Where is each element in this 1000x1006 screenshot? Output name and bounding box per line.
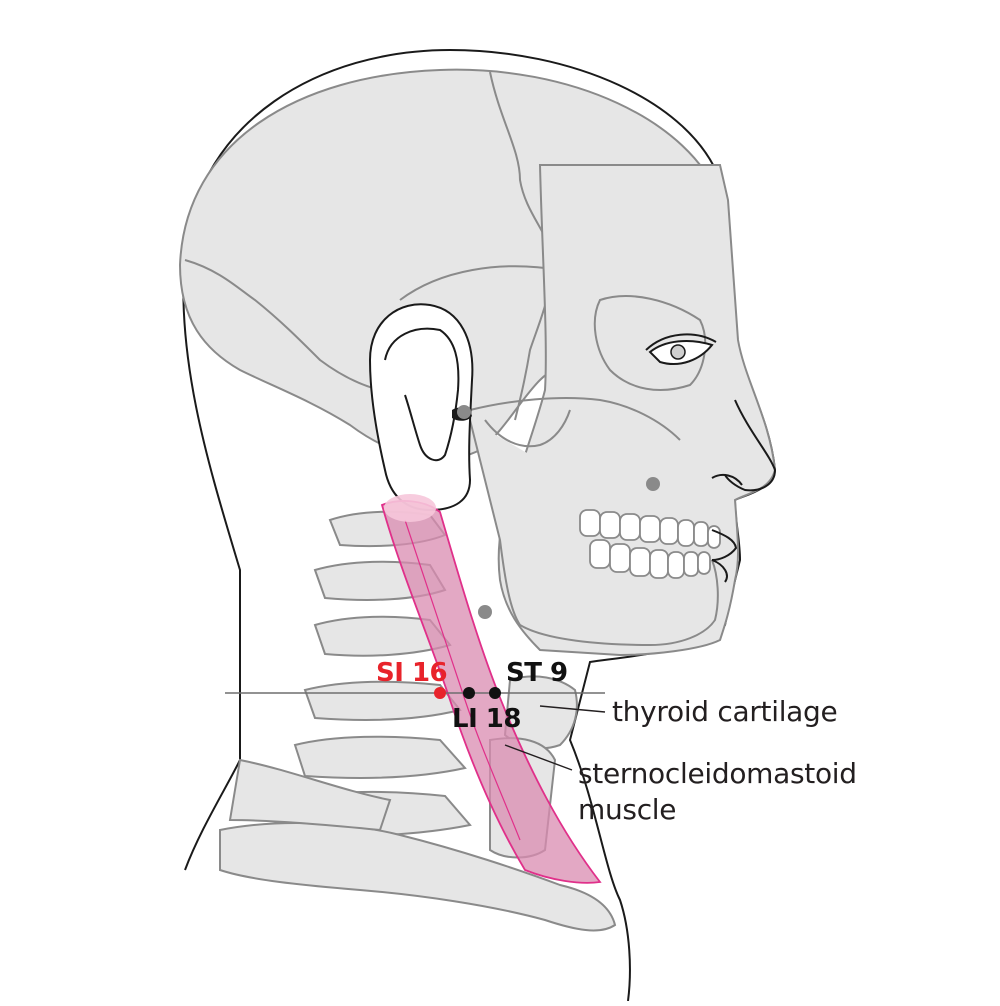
muscle-origin — [384, 494, 436, 522]
li18-label: LI 18 — [452, 704, 521, 734]
squamous-suture — [184, 259, 381, 391]
thyroid-cartilage-label: thyroid cartilage — [612, 695, 838, 728]
scapula — [228, 758, 392, 832]
mastoid-landmark — [457, 405, 471, 419]
sternocleidomastoid-label: sternocleidomastoid — [578, 757, 857, 790]
ear — [368, 303, 474, 512]
upper-teeth — [579, 509, 721, 549]
point-st9 — [489, 687, 501, 699]
iris — [670, 344, 686, 360]
muscle-label: muscle — [578, 793, 677, 826]
lips — [711, 529, 738, 583]
clavicle — [219, 822, 617, 932]
lower-teeth — [589, 539, 711, 579]
eyelid — [645, 333, 717, 351]
nostril — [711, 473, 743, 486]
ear-helix — [384, 327, 460, 462]
mandible-notch — [484, 409, 571, 448]
point-li18 — [463, 687, 475, 699]
cheek-landmark — [646, 477, 660, 491]
neck-landmark — [478, 605, 492, 619]
si16-label: SI 16 — [376, 658, 448, 688]
thyroid-leader — [539, 705, 606, 713]
nose — [724, 399, 777, 492]
st9-label: ST 9 — [506, 658, 568, 688]
orbit-outline — [593, 295, 707, 391]
zygomatic-arch — [469, 397, 681, 441]
sternocleidomastoid-inner — [404, 519, 521, 841]
scm-leader — [504, 744, 573, 771]
point-si16 — [434, 687, 446, 699]
